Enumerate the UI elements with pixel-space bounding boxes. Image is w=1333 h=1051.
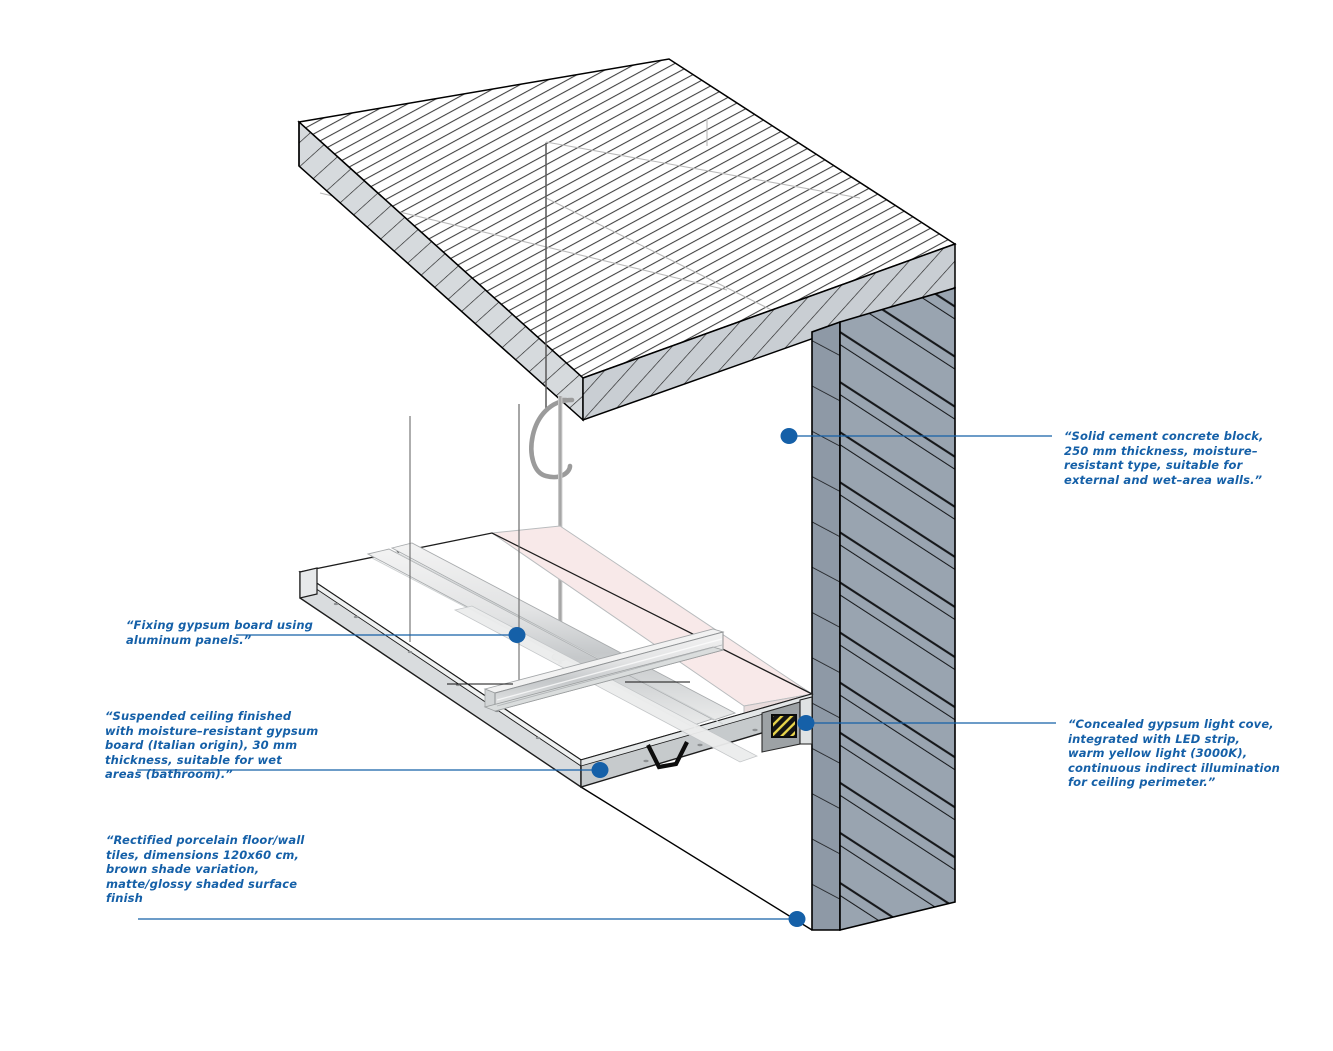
marker-cove <box>797 715 815 731</box>
floor-plane-edges <box>298 122 813 931</box>
marker-ceiling <box>591 762 609 778</box>
marker-wall <box>780 428 798 444</box>
main-runner-bottom <box>483 646 725 712</box>
marker-tiles <box>788 911 806 927</box>
runner-reference-lines <box>447 681 690 685</box>
suspended-ceiling-assembly <box>298 404 814 789</box>
annotation-gypsum-fixing: “Fixing gypsum board using aluminum pane… <box>126 618 314 647</box>
annotation-porcelain-tiles: “Rectified porcelain floor/wall tiles, d… <box>106 833 305 905</box>
hanger-drop-lines <box>409 404 520 700</box>
annotation-concrete-block: “Solid cement concrete block, 250 mm thi… <box>1064 429 1264 487</box>
concrete-block-wall <box>811 286 956 932</box>
ceiling-board-near-edge-top <box>299 571 582 767</box>
annotation-led-light-cove: “Concealed gypsum light cove, integrated… <box>1068 717 1280 789</box>
led-light-cove <box>761 701 801 753</box>
led-strip-body <box>771 714 797 738</box>
v-fixing-clip <box>646 741 689 770</box>
main-runner-channel <box>483 628 725 712</box>
furring-channel-3 <box>453 605 758 763</box>
concrete-slab <box>297 58 957 422</box>
leader-markers <box>508 428 815 927</box>
spring-hanger-clip <box>529 397 575 480</box>
board-screw-marks <box>333 602 758 763</box>
wall-main-face <box>839 286 956 932</box>
annotation-suspended-ceiling: “Suspended ceiling finished with moistur… <box>105 709 319 781</box>
leader-lines <box>137 435 1056 920</box>
marker-fixing <box>508 627 526 643</box>
wall-section-face <box>811 320 841 931</box>
ceiling-board-left-return <box>299 567 318 599</box>
